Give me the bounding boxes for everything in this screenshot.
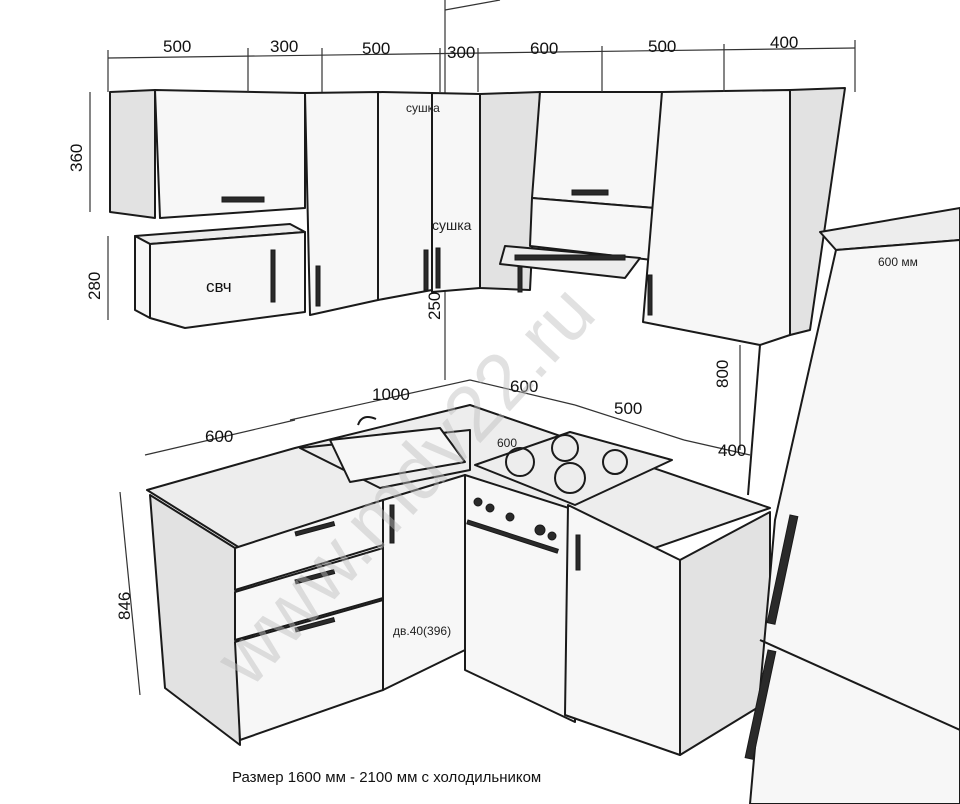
label-microwave: свч xyxy=(206,277,232,296)
dim-top-4: 300 xyxy=(447,43,475,62)
dim-gap-height: 250 xyxy=(425,292,444,320)
caption: Размер 1600 мм - 2100 мм с холодильником xyxy=(232,769,541,786)
dim-stove-width: 500 xyxy=(614,399,642,418)
label-drying-top: сушка xyxy=(406,101,440,115)
sink xyxy=(329,427,466,483)
dim-top-1: 500 xyxy=(163,37,191,56)
dim-fridge-width: 600 мм xyxy=(878,255,918,269)
dim-corner-depth: 600 xyxy=(510,377,538,396)
dim-top-2: 300 xyxy=(270,37,298,56)
dim-top-7: 400 xyxy=(770,33,798,52)
dim-right-wall: 400 xyxy=(718,441,746,460)
base-drawers xyxy=(149,494,384,746)
dim-top-5: 600 xyxy=(530,39,558,58)
dim-top-6: 500 xyxy=(648,37,676,56)
upper-doors-center xyxy=(304,91,481,316)
dim-microwave-height: 280 xyxy=(85,272,104,300)
upper-cabinet-left xyxy=(109,89,306,219)
faucet-icon xyxy=(357,416,377,426)
base-cabinet-right xyxy=(564,504,771,756)
dim-top-3: 500 xyxy=(362,39,390,58)
refrigerator xyxy=(744,207,960,804)
dim-left-depth: 600 xyxy=(205,427,233,446)
label-door: дв.40(396) xyxy=(393,624,451,638)
stove xyxy=(464,431,673,723)
upper-cabinet-tall-right xyxy=(642,87,846,496)
dim-upper-height: 360 xyxy=(67,144,86,172)
microwave-shelf xyxy=(134,223,306,329)
dim-tall-height: 800 xyxy=(713,360,732,388)
handle-icon xyxy=(221,196,265,203)
label-drying-mid: сушка xyxy=(432,217,472,233)
base-door-sink xyxy=(382,474,466,691)
wall-top-line xyxy=(444,0,501,11)
dim-base-height: 846 xyxy=(115,592,134,620)
dim-stove-depth: 600 xyxy=(497,436,517,450)
dimension-lines xyxy=(89,40,856,696)
handle-icon xyxy=(270,249,276,303)
dim-wall-width: 1000 xyxy=(372,385,410,404)
